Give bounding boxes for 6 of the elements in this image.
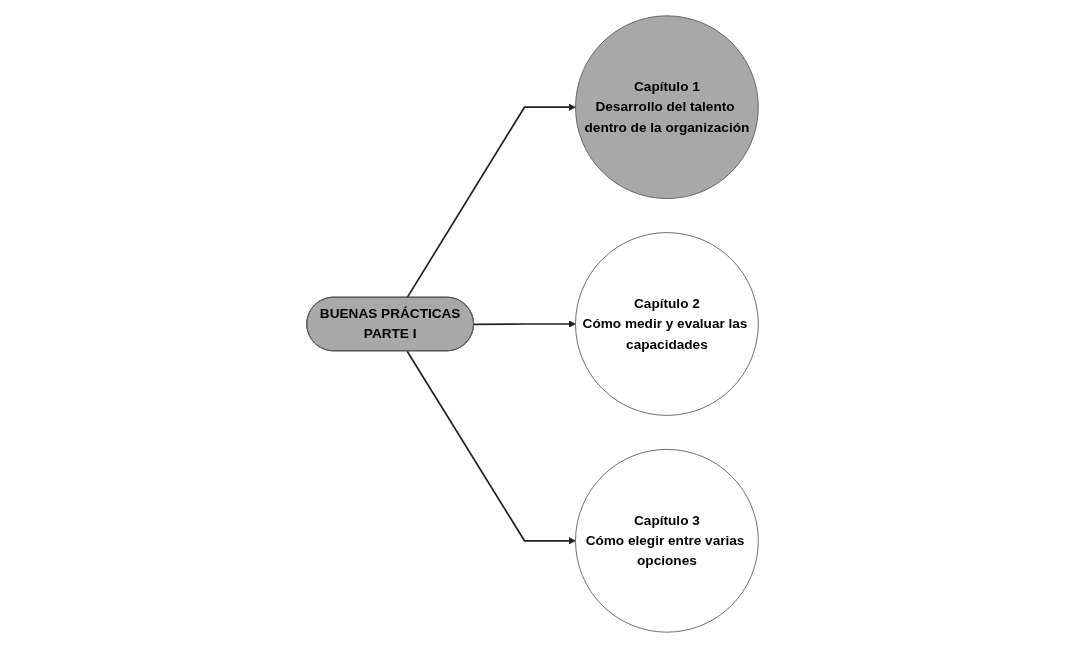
arrow (406, 349, 576, 545)
node-circle: Capítulo 3 Cómo elegir entre varias opciones (575, 448, 759, 633)
arrow (473, 319, 576, 328)
node-circle: Capítulo 2 Cómo medir y evaluar las capacidades (575, 231, 759, 416)
node-circle: Capítulo 1 Desarrollo del talento dentro de la organización (575, 14, 759, 199)
arrow (406, 102, 576, 298)
